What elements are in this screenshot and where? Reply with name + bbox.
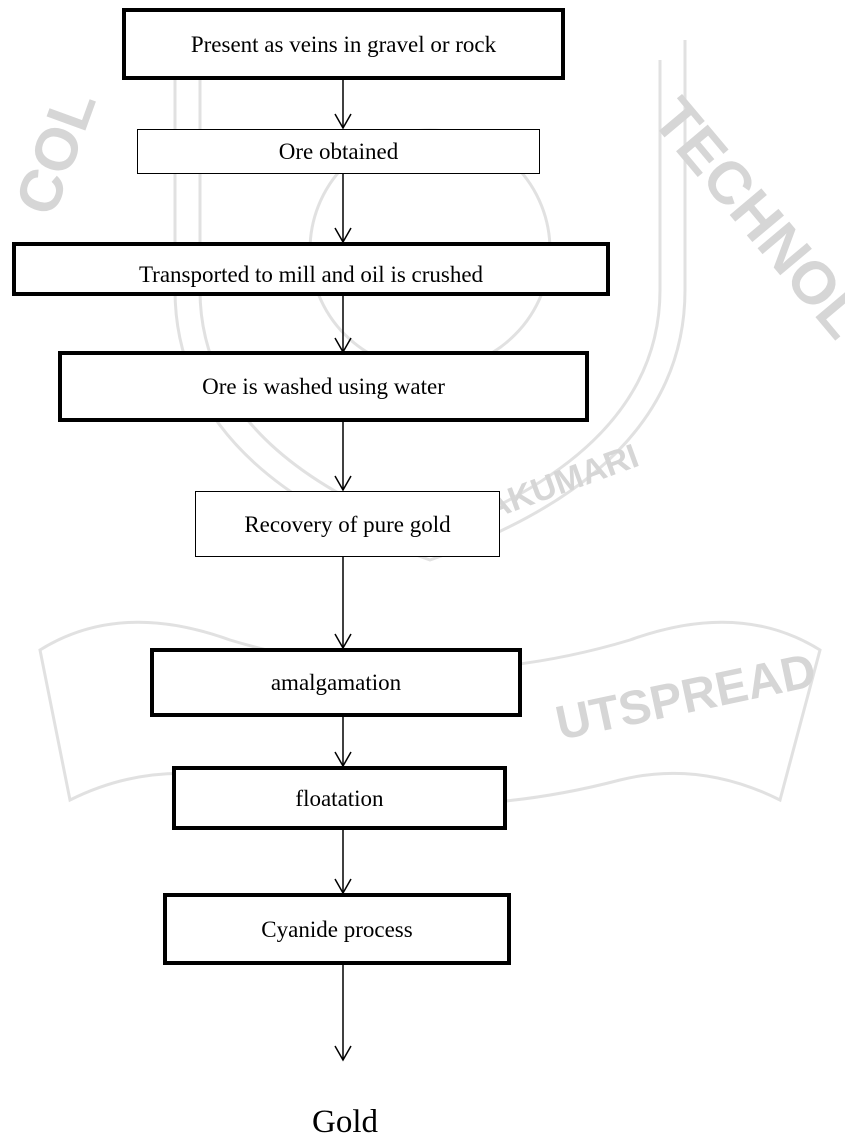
arrowhead xyxy=(334,113,352,130)
step-box-amalgamation: amalgamation xyxy=(150,648,522,717)
step-box-veins: Present as veins in gravel or rock xyxy=(122,8,565,80)
arrowhead xyxy=(334,1045,352,1062)
step-label: amalgamation xyxy=(270,670,402,695)
watermark-ribbon-text: UTSPREAD xyxy=(551,644,820,751)
arrowhead xyxy=(334,227,352,244)
step-box-cyanide: Cyanide process xyxy=(163,893,511,965)
watermark-bottom-text: AKUMARI xyxy=(480,437,644,528)
arrowhead xyxy=(334,475,352,492)
watermark-text-right: TECHNOLOGY xyxy=(640,85,845,452)
step-box-washed: Ore is washed using water xyxy=(58,351,589,422)
final-result-gold: Gold xyxy=(312,1104,378,1140)
arrowhead xyxy=(334,633,352,650)
step-label: floatation xyxy=(295,785,384,811)
step-box-floatation: floatation xyxy=(172,766,507,830)
step-box-recovery: Recovery of pure gold xyxy=(195,491,500,557)
step-label: Ore obtained xyxy=(278,139,399,164)
arrowhead xyxy=(334,337,352,354)
arrowhead xyxy=(334,751,352,768)
step-label: Transported to mill and oil is crushed xyxy=(138,262,484,287)
step-box-ore-obtained: Ore obtained xyxy=(137,129,540,174)
step-label: Ore is washed using water xyxy=(202,374,445,399)
watermark-text-left: COL xyxy=(2,81,108,223)
step-label: Cyanide process xyxy=(261,916,413,942)
step-label: Recovery of pure gold xyxy=(244,511,451,537)
arrowhead xyxy=(334,878,352,895)
step-label: Present as veins in gravel or rock xyxy=(190,31,497,57)
step-box-transported: Transported to mill and oil is crushed xyxy=(12,242,610,296)
